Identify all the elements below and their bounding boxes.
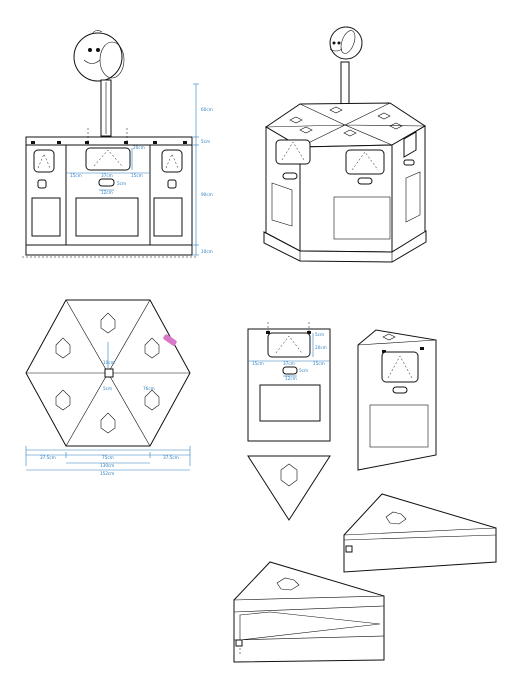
dim-module-slot-width: 12cm [285,376,297,381]
top-view-hexagon-holes [55,312,160,434]
module-triangle-top [247,455,331,521]
dim-base-height: 10cm [201,249,213,254]
module-perspective-view [357,329,437,471]
perspective-view [263,26,427,263]
dim-overall-width: 152cm [100,471,114,476]
dim-span-left: 37.5cm [40,455,56,460]
front-body [25,144,193,246]
dim-slot-width: 12cm [101,190,113,195]
front-base [25,244,193,256]
dim-window-height: 20cm [133,145,145,150]
perspective-base [263,230,427,263]
dim-module-margin-left: 15cm [252,361,264,366]
dim-body-height: 90cm [201,192,213,197]
top-view-center-post [104,368,114,378]
front-top-band [25,136,193,146]
dim-module-window-height: 20cm [315,345,327,350]
front-elevation-view: 60cm 5cm 90cm 10cm 20cm 15cm 37cm 15cm 5… [22,30,213,258]
dim-module-slot-height: 5cm [299,368,308,373]
front-top-connectors [31,128,187,145]
open-wedge-segment-view [233,561,385,663]
top-view-hexagon: 10cm 5cm 76cm 37.5cm 75cm 37.5cm 130cm 1… [25,299,191,476]
dim-window-width: 37cm [101,173,113,178]
dim-sign-height: 60cm [201,107,213,112]
front-window-dimensions: 20cm 15cm 37cm 15cm 5cm 12cm [66,145,150,195]
dim-top-offset: 10cm [103,360,115,365]
dim-slot-height: 5cm [117,181,126,186]
mascot-sign [73,30,125,137]
dim-span-right: 37.5cm [163,455,179,460]
perspective-face-details [271,131,421,240]
module-front-dimensions: 5cm 20cm 15cm 37cm 15cm 5cm 12cm [248,332,330,381]
module-front-view: 5cm 20cm 15cm 37cm 15cm 5cm 12cm [247,322,331,442]
top-view-dimensions: 10cm 5cm 76cm 37.5cm 75cm 37.5cm 130cm 1… [25,342,191,476]
top-view-pink-hinge [163,334,177,346]
dim-module-margin-right: 15cm [313,361,325,366]
perspective-mascot-sign [329,26,363,118]
dim-inner-width: 130cm [100,463,114,468]
dim-margin-right: 15cm [131,173,143,178]
dim-span-mid: 75cm [102,455,114,460]
dim-margin-left: 15cm [70,173,82,178]
dim-top-band: 5cm [201,139,210,144]
perspective-lid-holes [289,106,403,137]
dim-center-gap: 5cm [103,386,112,391]
wedge-segment-view [343,493,497,573]
dim-module-window-width: 37cm [283,361,295,366]
dim-module-top-band: 5cm [315,332,324,337]
front-vertical-dimensions: 60cm 5cm 90cm 10cm [193,83,213,256]
dim-side-a: 76cm [143,386,155,391]
